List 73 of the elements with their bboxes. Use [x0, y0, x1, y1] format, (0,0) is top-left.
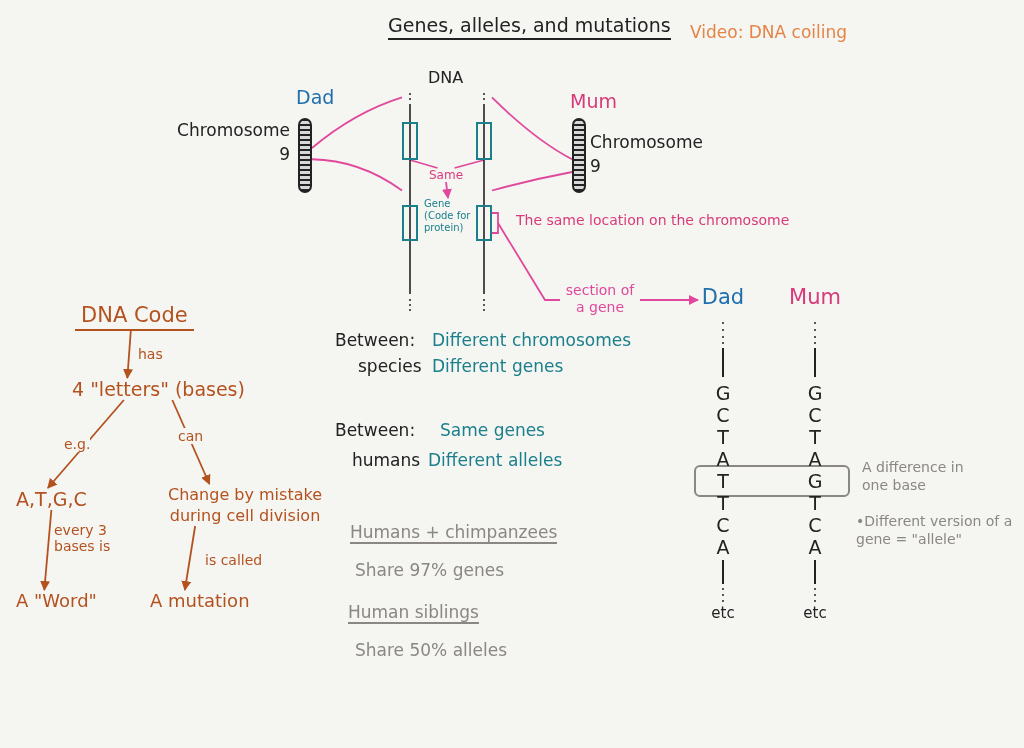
caption-text: Chromosome 9 — [590, 131, 700, 178]
flow-text: A,T,G,C — [16, 488, 87, 510]
base-letter: A — [716, 536, 730, 558]
title-text: Genes, alleles, and mutations — [388, 14, 671, 40]
base-letter: A — [808, 448, 822, 470]
connector-line — [311, 96, 403, 149]
label-text: species — [358, 356, 422, 376]
label-text: Share 50% alleles — [355, 640, 507, 660]
base-letter: G — [807, 470, 823, 492]
base-letter: A — [808, 536, 822, 558]
arrow — [40, 509, 53, 591]
gene-text: Gene (Code for protein) — [424, 198, 472, 234]
edge-label: is called — [205, 552, 263, 568]
gene-box — [476, 205, 492, 241]
edge-label: has — [138, 346, 163, 362]
base-letter: A — [716, 448, 730, 470]
gene-box — [476, 122, 492, 160]
base-letter: T — [717, 426, 729, 448]
base-letter: C — [808, 514, 822, 536]
edge-label: section of a gene — [560, 282, 640, 316]
chromosome-drawing — [572, 118, 586, 193]
note-text: Same — [429, 168, 464, 182]
dna-strand-drawing — [402, 68, 492, 313]
label-text: The same location on the chromosome — [516, 212, 790, 228]
label-text: Different alleles — [428, 450, 563, 470]
label-text: Humans + chimpanzees — [350, 522, 558, 544]
label-text: •Different version of a gene = "allele" — [856, 512, 1014, 548]
label-text: Different genes — [432, 356, 564, 376]
base-letter: G — [807, 382, 823, 404]
arrow — [441, 181, 452, 199]
label-text: Share 97% genes — [355, 560, 504, 580]
base-letter: T — [809, 426, 821, 448]
label-text: Between: — [335, 420, 416, 440]
base-letter: T — [809, 492, 821, 514]
base-letter: T — [717, 470, 729, 492]
label-text: Human siblings — [348, 602, 479, 624]
connector-line — [409, 159, 439, 169]
heading-text: DNA Code — [75, 303, 194, 331]
note-text: Video: DNA coiling — [690, 22, 848, 42]
strand-heading: Mum — [789, 285, 841, 309]
edge-label: e.g. — [64, 436, 91, 452]
label-text: Same genes — [440, 420, 545, 440]
arrow — [46, 399, 125, 489]
base-letter: T — [717, 492, 729, 514]
strand-heading: DNA — [428, 68, 464, 87]
connector-line — [311, 158, 403, 192]
gene-box — [402, 205, 418, 241]
base-letter: C — [716, 404, 730, 426]
label-text: A difference in one base — [862, 458, 965, 494]
flow-text: A "Word" — [16, 590, 97, 611]
base-letter: G — [715, 382, 731, 404]
caption-text: Chromosome 9 — [176, 119, 290, 166]
flow-text: 4 "letters" (bases) — [72, 378, 245, 400]
strand-heading: Dad — [701, 285, 745, 309]
etc-text: etc — [711, 604, 735, 622]
etc-text: etc — [803, 604, 827, 622]
chromosome-drawing — [298, 118, 312, 193]
connector-line — [453, 159, 485, 169]
edge-label: can — [178, 428, 204, 444]
connector-line — [491, 171, 573, 192]
base-letter: C — [716, 514, 730, 536]
flow-text: A mutation — [150, 590, 250, 611]
arrow — [181, 525, 197, 591]
caption-text: Mum — [570, 90, 617, 112]
base-letter: C — [808, 404, 822, 426]
label-text: Between: — [335, 330, 416, 350]
gene-box — [402, 122, 418, 160]
label-text: Different chromosomes — [432, 330, 632, 350]
caption-text: Dad — [296, 86, 335, 108]
label-text: humans — [352, 450, 421, 470]
flow-text: Change by mistake during cell division — [156, 484, 334, 526]
arrow — [123, 330, 133, 379]
connector-line — [491, 96, 573, 161]
